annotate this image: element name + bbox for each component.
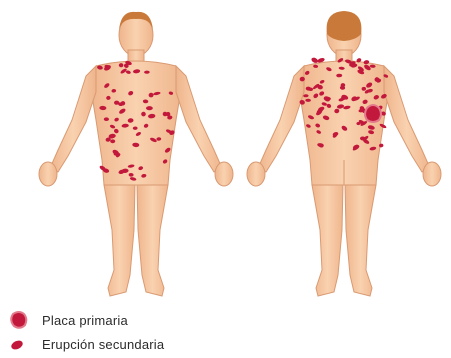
legend-label-secondary: Erupción secundaria xyxy=(42,337,164,352)
legend-label-primary: Placa primaria xyxy=(42,313,128,328)
front-body-figure xyxy=(39,14,233,296)
rash-spot xyxy=(146,106,153,110)
rash-distribution-diagram xyxy=(0,0,451,300)
legend-item-primary-plaque: Placa primaria xyxy=(8,308,308,332)
back-hair xyxy=(327,11,362,41)
primary-plaque xyxy=(365,105,381,122)
legend: Placa primaria Erupción secundaria xyxy=(8,308,308,356)
secondary-eruption-icon xyxy=(8,333,30,355)
primary-plaque-icon xyxy=(8,309,30,331)
legend-item-secondary-eruption: Erupción secundaria xyxy=(8,332,308,356)
back-body-figure xyxy=(247,14,441,296)
